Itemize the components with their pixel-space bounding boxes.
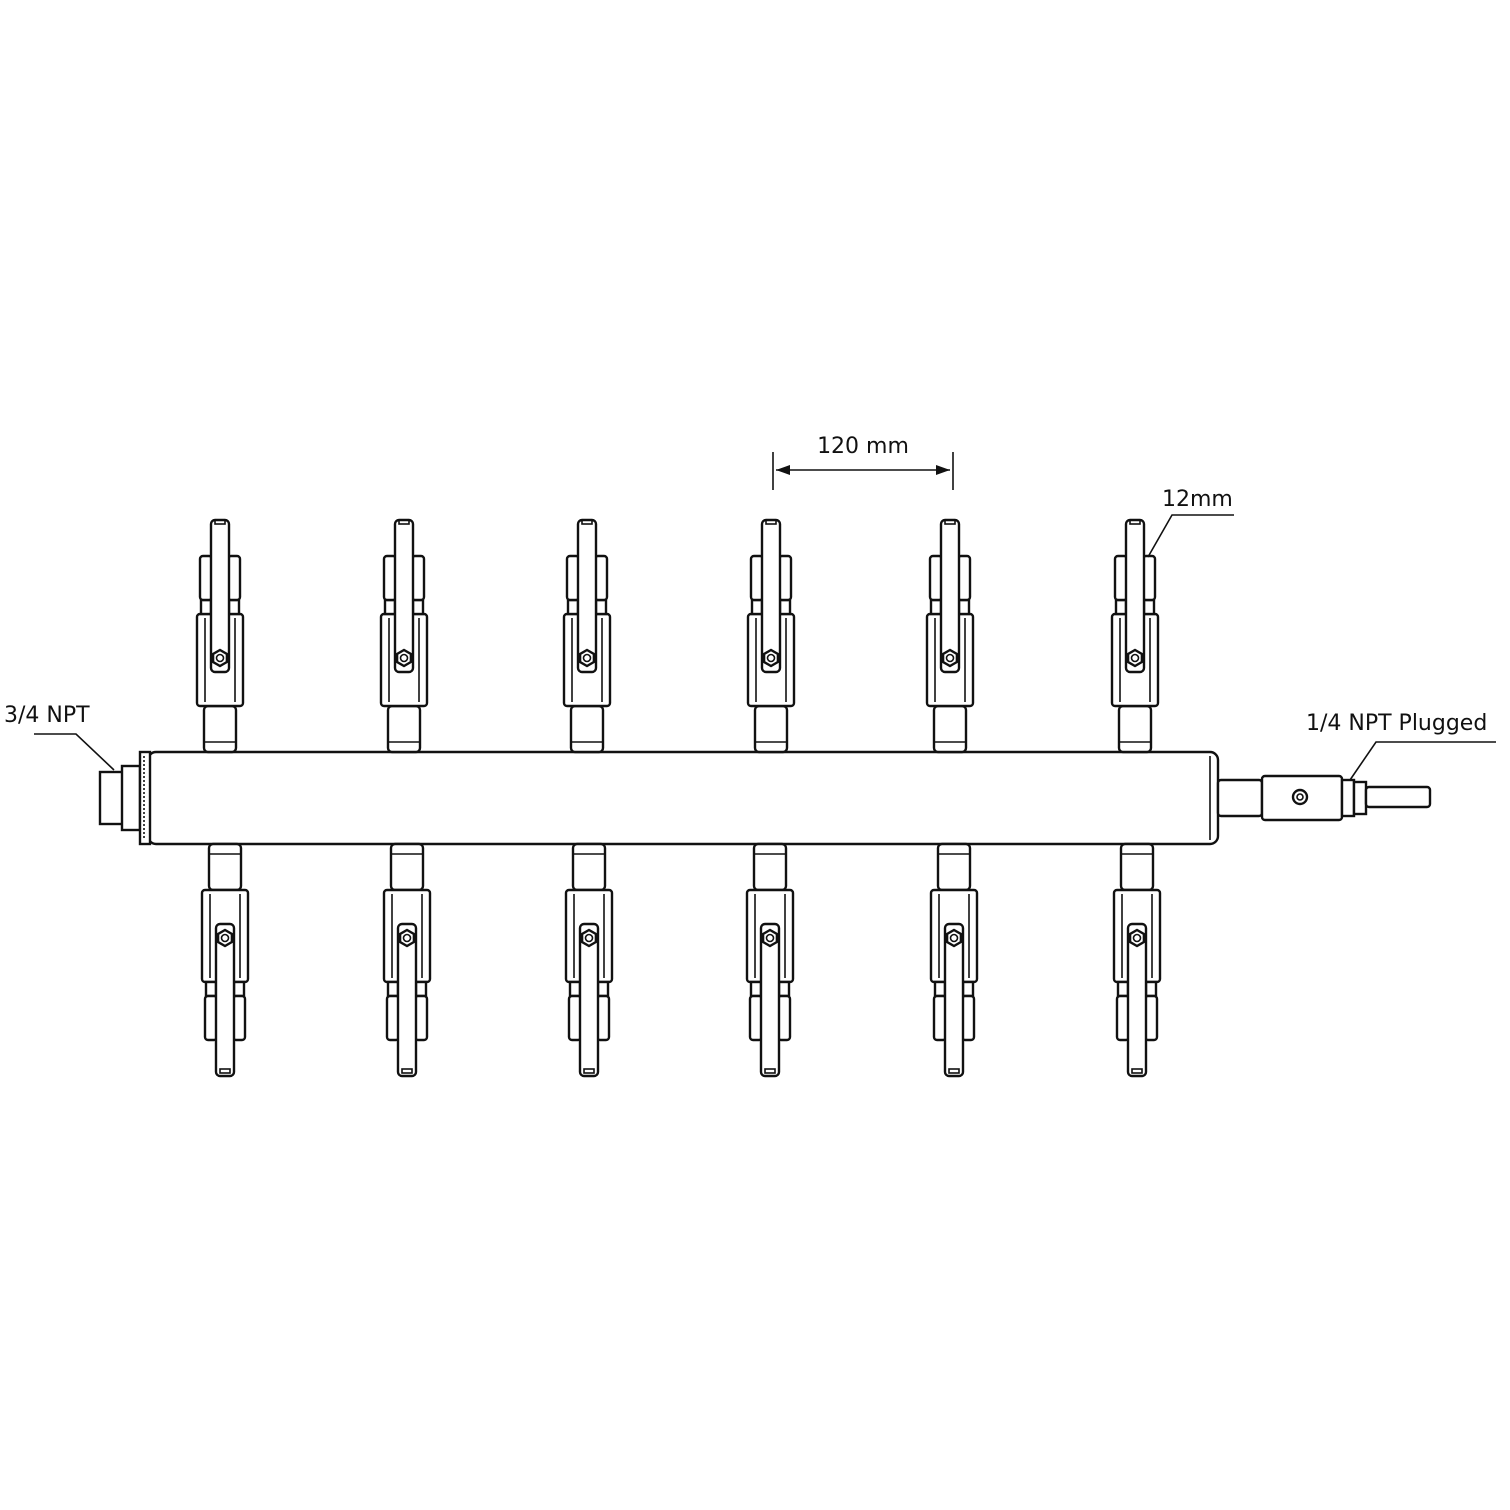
top-port-row xyxy=(195,518,1160,754)
tube-size-label: 12mm xyxy=(1162,487,1233,512)
top-valve-4 xyxy=(746,518,796,754)
top-valve-2 xyxy=(379,518,429,754)
bottom-port-row xyxy=(200,842,1162,1078)
outlet-fitting xyxy=(1216,774,1432,822)
outlet-callout: 1/4 NPT Plugged xyxy=(1306,711,1496,781)
bottom-valve-3 xyxy=(564,842,614,1078)
spacing-dimension: 120 mm xyxy=(772,434,954,490)
inlet-callout: 3/4 NPT xyxy=(4,703,115,771)
top-valve-5 xyxy=(925,518,975,754)
inlet-label: 3/4 NPT xyxy=(4,703,90,728)
top-valve-1 xyxy=(195,518,245,754)
tube-callout: 12mm xyxy=(1147,487,1234,558)
top-valve-3 xyxy=(562,518,612,754)
manifold-body xyxy=(146,750,1220,846)
spacing-label: 120 mm xyxy=(817,434,909,459)
bottom-valve-2 xyxy=(382,842,432,1078)
outlet-label: 1/4 NPT Plugged xyxy=(1306,711,1487,736)
bottom-valve-4 xyxy=(745,842,795,1078)
bottom-valve-1 xyxy=(200,842,250,1078)
top-valve-6 xyxy=(1110,518,1160,754)
bottom-valve-5 xyxy=(929,842,979,1078)
inlet-fitting xyxy=(98,750,152,846)
bottom-valve-6 xyxy=(1112,842,1162,1078)
